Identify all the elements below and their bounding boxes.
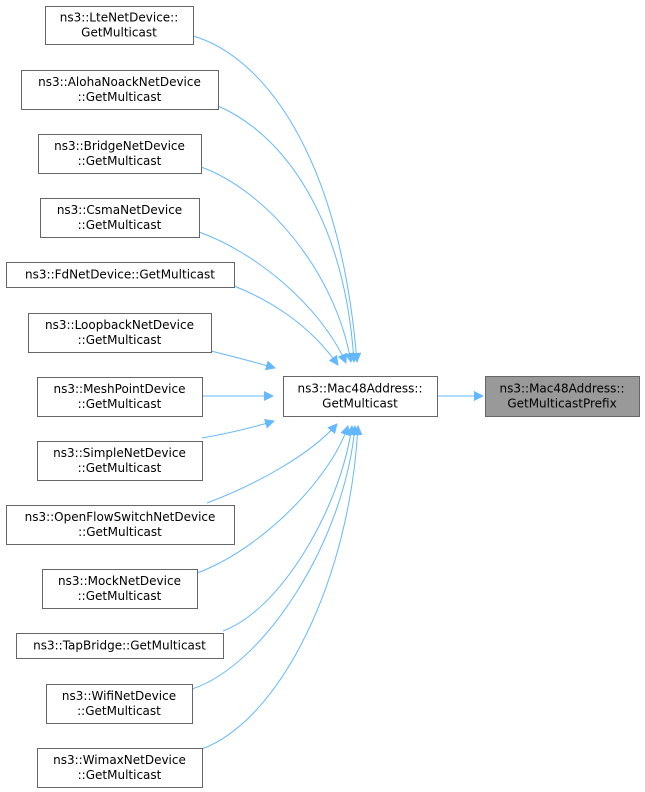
- node-openflow-label-line: ns3::OpenFlowSwitchNetDevice: [25, 510, 216, 524]
- edge-openflow-to-mac48: [206, 423, 338, 504]
- edge-bridge-to-mac48: [200, 166, 355, 363]
- node-wimax[interactable]: ns3::WimaxNetDevice::GetMulticast: [37, 748, 203, 788]
- node-mac48-getmulticast-label-line: ns3::Mac48Address::: [297, 382, 422, 396]
- node-csma-label-line: ::GetMulticast: [78, 218, 162, 232]
- node-loopback-box: [28, 313, 212, 353]
- node-mac48-getmulticast-box: [283, 376, 438, 417]
- node-wifi[interactable]: ns3::WifiNetDevice::GetMulticast: [46, 684, 193, 724]
- node-lte-label-line: GetMulticast: [81, 26, 157, 40]
- node-wimax-label-line: ::GetMulticast: [78, 768, 162, 782]
- node-wifi-box: [46, 684, 193, 724]
- edge-mock-to-mac48: [196, 425, 350, 574]
- node-loopback[interactable]: ns3::LoopbackNetDevice::GetMulticast: [28, 313, 212, 353]
- edge-fd-to-mac48: [233, 285, 339, 366]
- node-csma[interactable]: ns3::CsmaNetDevice::GetMulticast: [40, 198, 200, 238]
- edge-csma-to-mac48: [198, 231, 347, 364]
- edge-loopback-to-mac48: [210, 350, 276, 371]
- node-aloha-label-line: ns3::AlohaNoackNetDevice: [38, 75, 201, 89]
- nodes-layer: ns3::LteNetDevice::GetMulticastns3::Aloh…: [6, 6, 640, 788]
- node-openflow[interactable]: ns3::OpenFlowSwitchNetDevice::GetMultica…: [6, 505, 235, 545]
- node-csma-label-line: ns3::CsmaNetDevice: [57, 203, 182, 217]
- node-aloha-box: [21, 70, 219, 110]
- node-meshpoint-label-line: ::GetMulticast: [78, 397, 162, 411]
- node-wifi-label-line: ns3::WifiNetDevice: [62, 689, 176, 703]
- node-bridge-box: [38, 134, 202, 174]
- edge-aloha-to-mac48: [217, 105, 359, 363]
- node-meshpoint-label-line: ns3::MeshPointDevice: [53, 382, 185, 396]
- edge-tapbridge-to-mac48: [222, 425, 356, 632]
- node-aloha-label-line: ::GetMulticast: [78, 90, 162, 104]
- node-fd-box: [6, 262, 235, 288]
- node-simple[interactable]: ns3::SimpleNetDevice::GetMulticast: [37, 441, 203, 481]
- node-mac48-getmulticastprefix-box: [485, 376, 640, 417]
- node-wimax-box: [37, 748, 203, 788]
- node-csma-box: [40, 198, 200, 238]
- node-openflow-box: [6, 505, 235, 545]
- node-mac48-getmulticastprefix-label-line: GetMulticastPrefix: [507, 397, 616, 411]
- node-mock[interactable]: ns3::MockNetDevice::GetMulticast: [42, 569, 198, 609]
- node-tapbridge-label-line: ns3::TapBridge::GetMulticast: [33, 639, 206, 653]
- node-mac48-getmulticast[interactable]: ns3::Mac48Address::GetMulticast: [283, 376, 438, 417]
- node-mock-label-line: ns3::MockNetDevice: [58, 574, 181, 588]
- edge-simple-to-mac48: [201, 418, 275, 439]
- node-fd[interactable]: ns3::FdNetDevice::GetMulticast: [6, 262, 235, 288]
- edges-layer: [191, 35, 484, 750]
- node-mac48-getmulticastprefix[interactable]: ns3::Mac48Address::GetMulticastPrefix: [485, 376, 640, 417]
- node-mac48-getmulticastprefix-label-line: ns3::Mac48Address::: [499, 382, 624, 396]
- node-loopback-label-line: ns3::LoopbackNetDevice: [45, 318, 194, 332]
- edge-wimax-to-mac48: [201, 425, 363, 750]
- node-bridge[interactable]: ns3::BridgeNetDevice::GetMulticast: [38, 134, 202, 174]
- node-simple-box: [37, 441, 203, 481]
- node-wifi-label-line: ::GetMulticast: [77, 704, 161, 718]
- edge-wifi-to-mac48: [191, 425, 360, 690]
- node-aloha[interactable]: ns3::AlohaNoackNetDevice::GetMulticast: [21, 70, 219, 110]
- node-lte[interactable]: ns3::LteNetDevice::GetMulticast: [45, 6, 194, 45]
- node-lte-box: [45, 6, 194, 45]
- node-mock-box: [42, 569, 198, 609]
- node-meshpoint[interactable]: ns3::MeshPointDevice::GetMulticast: [37, 377, 203, 417]
- edge-lte-to-mac48: [192, 35, 362, 363]
- node-openflow-label-line: ::GetMulticast: [78, 525, 162, 539]
- node-mac48-getmulticast-label-line: GetMulticast: [322, 397, 398, 411]
- node-simple-label-line: ns3::SimpleNetDevice: [53, 446, 186, 460]
- node-simple-label-line: ::GetMulticast: [78, 461, 162, 475]
- node-tapbridge[interactable]: ns3::TapBridge::GetMulticast: [16, 633, 224, 659]
- node-meshpoint-box: [37, 377, 203, 417]
- node-lte-label-line: ns3::LteNetDevice::: [60, 11, 179, 25]
- node-wimax-label-line: ns3::WimaxNetDevice: [53, 753, 186, 767]
- node-fd-label-line: ns3::FdNetDevice::GetMulticast: [25, 268, 215, 282]
- node-tapbridge-box: [16, 633, 224, 659]
- node-mock-label-line: ::GetMulticast: [78, 589, 162, 603]
- node-bridge-label-line: ns3::BridgeNetDevice: [54, 139, 185, 153]
- node-loopback-label-line: ::GetMulticast: [78, 333, 162, 347]
- node-bridge-label-line: ::GetMulticast: [78, 154, 162, 168]
